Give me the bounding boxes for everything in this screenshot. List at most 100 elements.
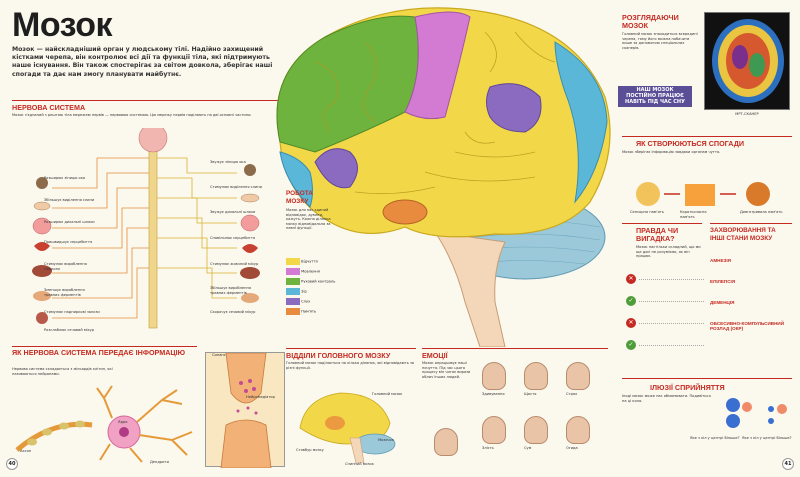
scan-caption: МРТ-СКАНЕР [735,112,759,116]
nervous-system-diagram [32,128,260,329]
page-number-right: 41 [782,458,794,470]
label-saliva: Збільшує виділення слини [44,198,95,202]
truth-title: ПРАВДА ЧИ ВИГАДКА? [636,226,679,243]
label-gallbladder: Стимулює жовчний міхур [210,262,259,266]
label-glucose: Стимулює вироблення глюкози [44,262,87,271]
memory-text: Мозок зберігає інформацію завдяки органа… [622,150,721,154]
neuron-title: ЯК НЕРВОВА СИСТЕМА ПЕРЕДАЄ ІНФОРМАЦІЮ [12,348,186,357]
legend-swatch [286,298,300,305]
face-label: Злість [482,446,494,450]
check-icon: ✓ [626,296,636,306]
section-divider [12,346,197,347]
synapse-inset [205,352,285,469]
divisions-text: Головний мозок поділяється на кілька діл… [286,361,415,370]
intro-text: Мозок — найскладніший орган у людському … [12,46,273,78]
face-happy [524,362,548,390]
label-heart-fast: Пришвидшує серцебиття [44,240,93,244]
section-divider [622,136,792,137]
brain-legend: Відчуття Мовлення Руховий контроль Зір С… [286,258,421,315]
division-label-cerebellum: Мозочок [378,438,394,442]
legend-speech: Мовлення [301,269,320,274]
legend-swatch [286,268,300,275]
disease-amnesia: АМНЕЗІЯ [710,258,731,263]
robota-title: РОБОТА МОЗКУ [286,190,313,205]
disease-dementia: ДЕМЕНЦІЯ [710,300,735,305]
face-sad [524,416,548,444]
check-icon: ✓ [626,340,636,350]
legend-sensory: Відчуття [301,259,318,264]
memory-title: ЯК СТВОРЮЮТЬСЯ СПОГАДИ [636,139,745,148]
face-disgust [566,416,590,444]
disease-list: АМНЕЗІЯ ЕПІЛЕПСІЯ ДЕМЕНЦІЯ ОБСЕСИВНО-КОМ… [710,258,792,331]
neuron-label-nucleus: Ядро [118,420,128,424]
neuron-text: Нервова система складається з мільярдів … [12,367,113,376]
label-pupil-constrict: Звужує зіницю ока [210,160,246,164]
illusion-question-2: Яке з кіл у центрі більше? [742,436,792,440]
disease-epilepsy: ЕПІЛЕПСІЯ [710,279,736,284]
illusion-circles [722,392,792,432]
division-label-cerebrum: Головний мозок [372,392,403,396]
division-label-brainstem: Стовбур мозку [296,448,324,452]
neuron-diagram [15,385,193,463]
memory-step-sensory: Сенсорна пам'ять [630,210,664,214]
memory-flow-diagram [636,182,770,206]
section-divider [710,223,792,224]
legend-swatch [286,278,300,285]
disease-ocd: ОБСЕСИВНО-КОМПУЛЬСИВНИЙ РОЗЛАД (ОКР) [710,321,785,331]
truth-text: Мозок настільки складний, що ми ще досі … [636,245,701,259]
legend-hearing: Слух [301,299,311,304]
nervous-system-text: Мозок з'єднаний з рештою тіла мережею не… [12,113,252,117]
face-surprise [482,362,506,390]
robota-text: Мозок для нас єдиний відповідає, думати,… [286,208,331,231]
section-divider [12,100,278,101]
divisions-title: ВІДДІЛИ ГОЛОВНОГО МОЗКУ [286,351,391,360]
legend-swatch [286,308,300,315]
brain-callout: НАШ МОЗОК ПОСТІЙНО ПРАЦЮЄ НАВІТЬ ПІД ЧАС… [618,86,692,107]
neurotransmitter-label: Нейромедіатор [246,395,275,399]
cross-icon: ✕ [626,274,636,284]
neuron-label-dendrites: Дендрити [150,460,169,464]
page-number-left: 40 [6,458,18,470]
section-divider [622,378,792,379]
mri-scan-image [704,12,790,110]
face-label: Здивування [482,392,505,396]
division-label-spinal: Спинний мозок [345,462,374,466]
label-pupil-dilate: Розширює зіницю ока [44,176,86,180]
label-saliva-more: Стимулює виділення слини [210,185,262,189]
illusion-question-1: Яке з кіл у центрі більше? [690,436,740,440]
section-divider [622,223,702,224]
section-divider [286,348,416,349]
label-adrenal: Стимулює надниркові залози [44,310,100,314]
nervous-system-title: НЕРВОВА СИСТЕМА [12,103,86,112]
face-label: Огида [566,446,578,450]
memory-step-short: Короткочасна пам'ять [680,210,707,219]
emotions-text: Мозок опрацьовує наші почуття. Під час ц… [422,361,471,379]
legend-memory: Пам'ять [301,309,317,314]
scan-title: РОЗГЛЯДАЮЧИ МОЗОК [622,13,679,30]
label-bladder-relax: Розслаблює сечовий міхур [44,328,95,332]
face-label: Страх [566,392,578,396]
synapse-label: Синапс [212,353,226,357]
legend-swatch [286,288,300,295]
face-neutral [434,428,458,456]
face-anger [482,416,506,444]
scan-text: Головний мозок знаходиться всередині чер… [622,32,698,50]
memory-step-long: Довготривала пам'ять [740,210,783,214]
face-label: Щастя [524,392,537,396]
illusion-text: Іноді мозок може нас обманювати. Подивіт… [622,394,711,403]
cross-icon: ✕ [626,318,636,328]
label-enzymes-more: Збільшує вироблення травних ферментів [210,286,251,295]
page-title: Мозок [12,6,112,44]
divisions-diagram [299,392,396,463]
emotions-title: ЕМОЦІЇ [422,351,448,360]
face-fear [566,362,590,390]
neuron-label-axon: Аксон [20,449,32,453]
legend-vision: Зір [301,289,307,294]
label-enzymes-less: Зменшує вироблення травних ферментів [44,288,85,297]
label-airways-narrow: Звужує дихальні шляхи [210,210,256,214]
emotion-faces: Здивування Щастя Страх Злість Сум Огида [482,362,607,470]
illusion-title: ІЛЮЗІЇ СПРИЙНЯТТЯ [650,383,725,392]
label-heart-slow: Сповільнює серцебиття [210,236,256,240]
section-divider [422,348,608,349]
label-bladder-contract: Скорочує сечовий міхур [210,310,256,314]
